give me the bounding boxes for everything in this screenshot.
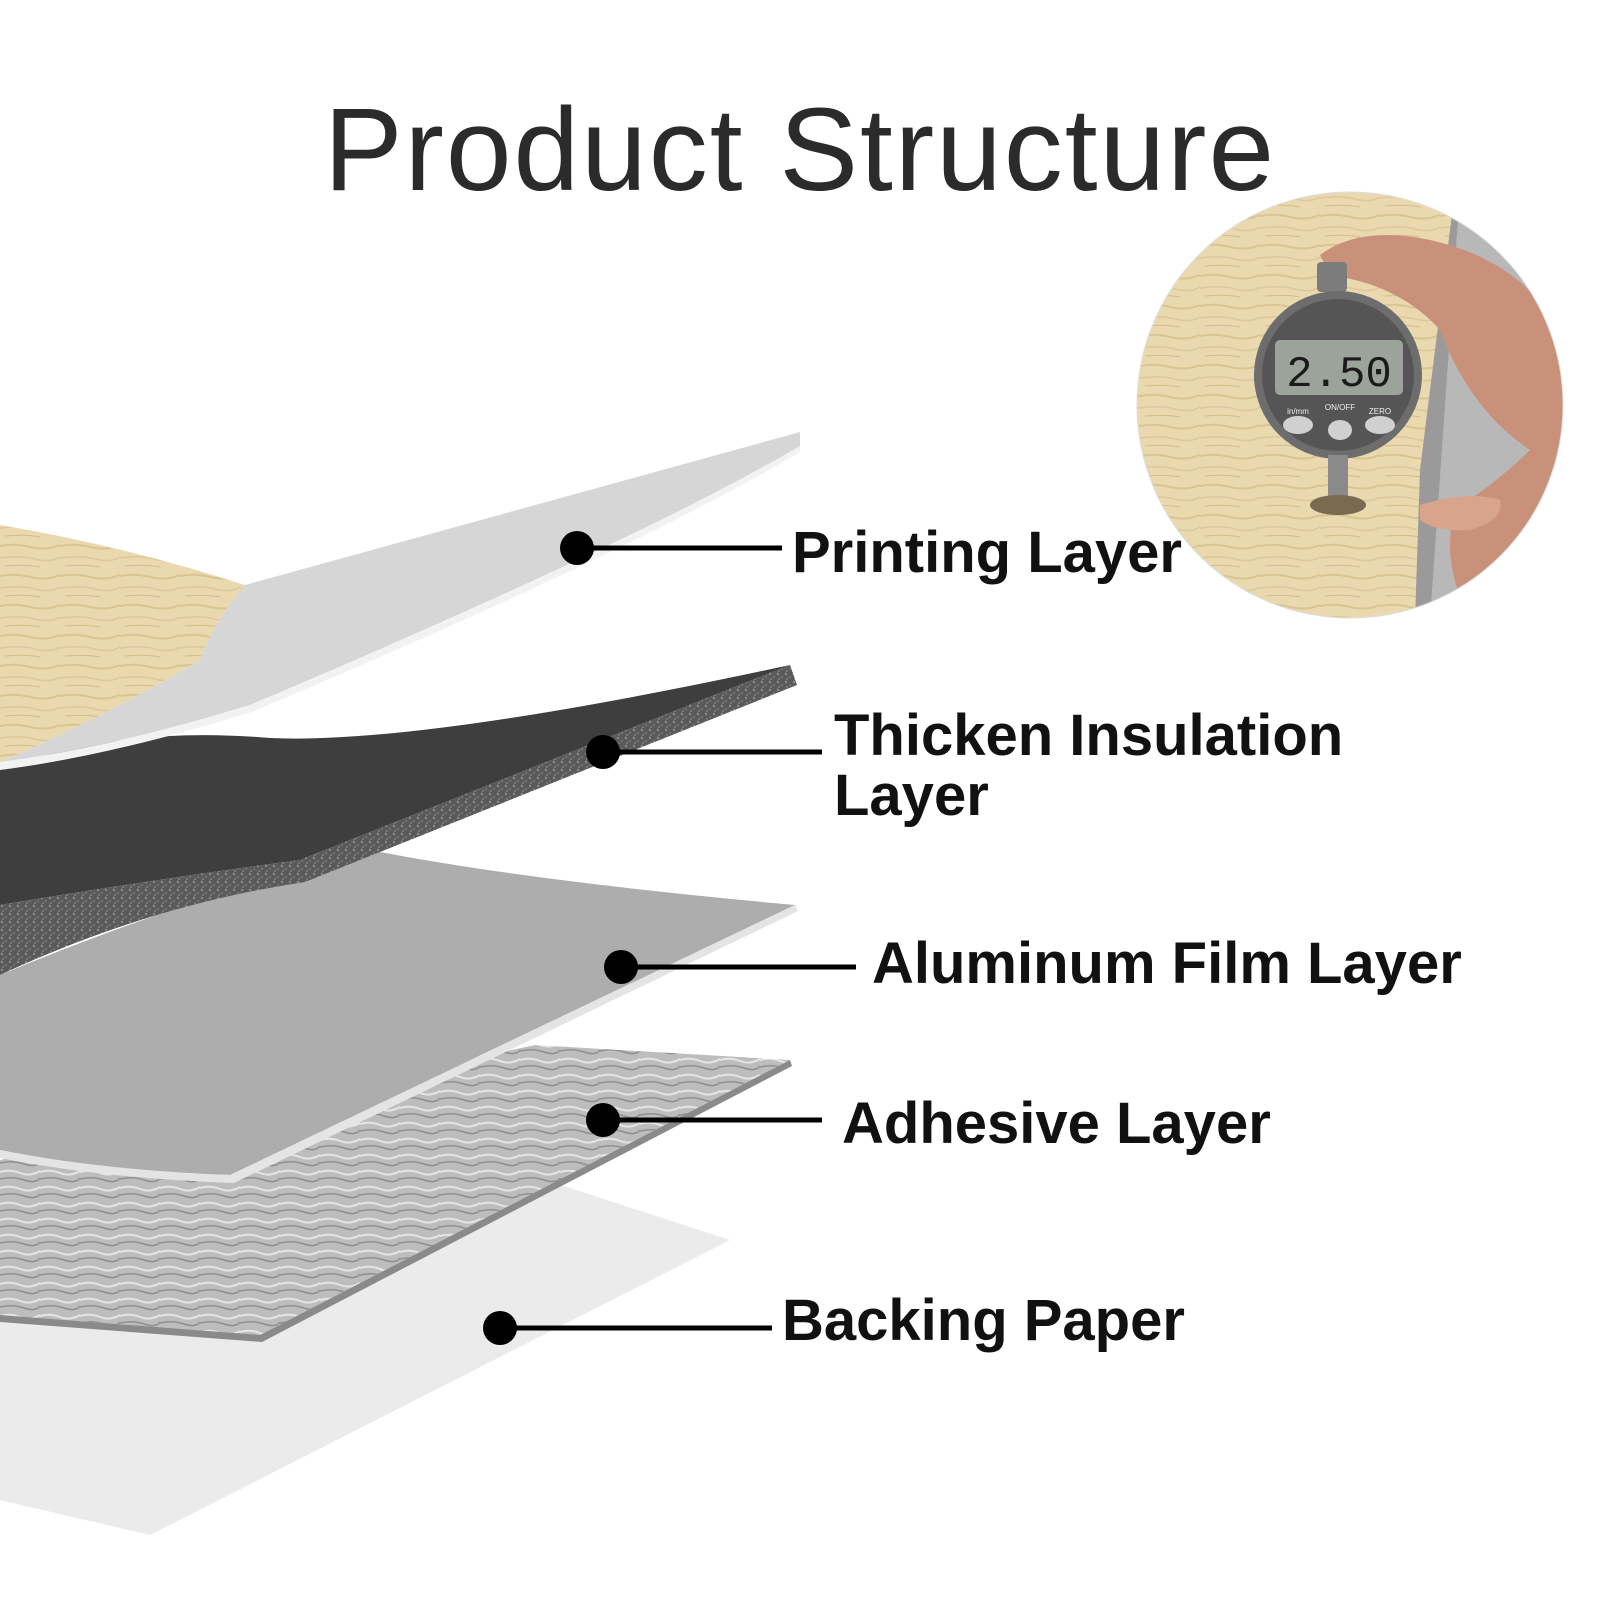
printing-layer-wood-face (0, 525, 245, 762)
insulation-layer-top (0, 665, 790, 905)
label-insulation-line2: Layer (834, 763, 989, 828)
label-adhesive-layer: Adhesive Layer (842, 1091, 1271, 1156)
page-title: Product Structure (323, 84, 1277, 216)
gauge-button-inmm: in/mm (1287, 407, 1309, 416)
printing-layer-back (0, 432, 800, 762)
label-insulation-layer: Thicken Insulation Layer (834, 706, 1343, 826)
thickness-gauge-photo (1137, 192, 1563, 618)
gauge-reading: 2.50 (1286, 350, 1392, 400)
aluminum-film-sheet (0, 850, 795, 1175)
label-printing-layer: Printing Layer (792, 520, 1182, 585)
label-backing-paper: Backing Paper (782, 1288, 1185, 1353)
label-aluminum-film-layer: Aluminum Film Layer (872, 931, 1462, 996)
gauge-button-zero: ZERO (1369, 407, 1391, 416)
gauge-button-onoff: ON/OFF (1325, 403, 1355, 412)
label-insulation-line1: Thicken Insulation (834, 703, 1344, 768)
